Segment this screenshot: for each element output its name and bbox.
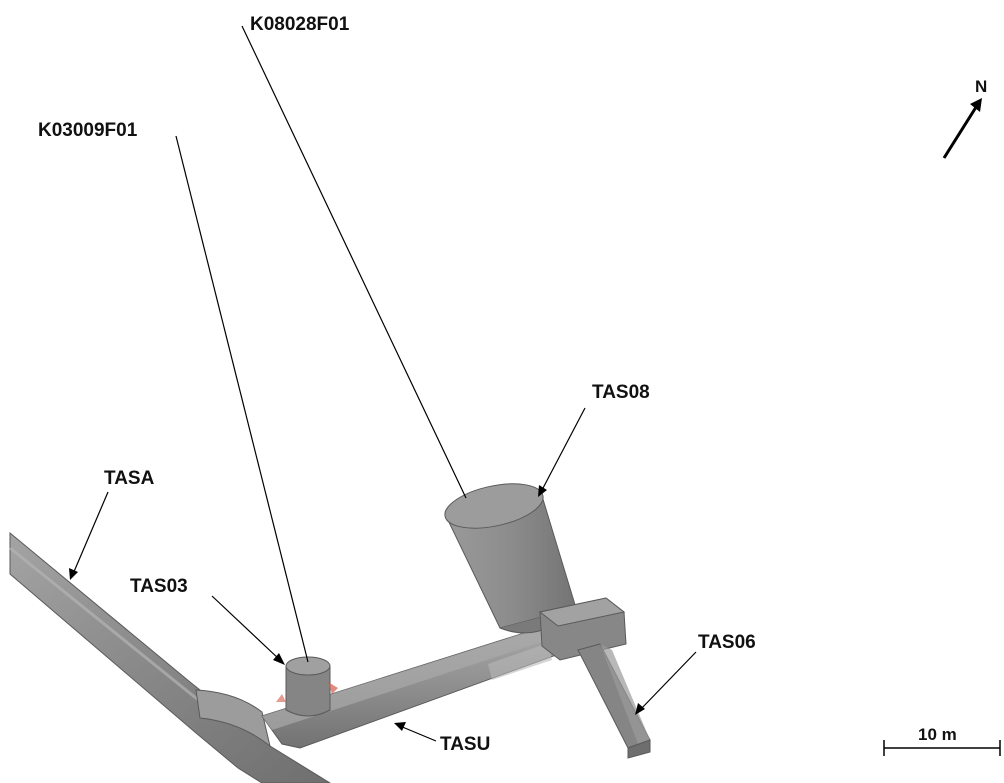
borehole-line-k08028f01: [241, 25, 467, 499]
leader-tas03: [211, 595, 285, 665]
label-tasa: TASA: [104, 468, 155, 489]
label-tas03: TAS03: [130, 576, 188, 597]
tunnel-tasu: [261, 627, 572, 749]
leader-tasa: [69, 491, 109, 580]
tunnel-tas06: [577, 643, 651, 759]
label-k03009f01: K03009F01: [38, 120, 138, 141]
tunnel-tasa: [9, 531, 331, 783]
leader-tas08: [538, 407, 586, 497]
label-tasu: TASU: [440, 734, 490, 755]
label-tas06: TAS06: [698, 632, 756, 653]
leader-tas06: [635, 651, 697, 715]
label-tas08: TAS08: [592, 382, 650, 403]
scale-bar: 10 m: [883, 725, 1001, 756]
north-label: N: [975, 77, 987, 96]
tunnel-tas03: [276, 656, 338, 717]
scale-bar-label: 10 m: [918, 725, 957, 744]
leader-tasu: [394, 722, 437, 742]
label-k08028f01: K08028F01: [250, 14, 350, 35]
borehole-line-k03009f01: [175, 135, 309, 663]
tunnel-junction: [538, 597, 627, 661]
north-arrow-icon: N: [942, 77, 987, 159]
